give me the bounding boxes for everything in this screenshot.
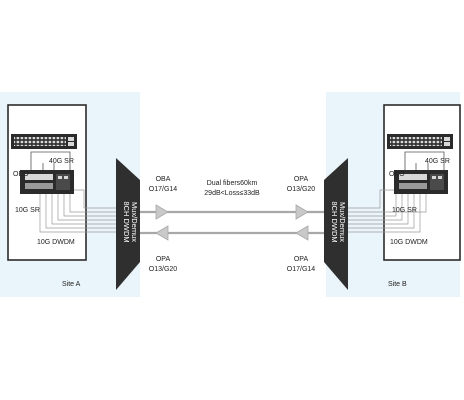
amp-b-top-icon (295, 204, 309, 220)
site-b: 40G SR OEO 10G SR 10G DWDM Site B (326, 92, 461, 297)
site-a-mux-sublabel: Mux/Demux (130, 202, 139, 242)
site-a-10g-sr-label: 10G SR (15, 207, 40, 214)
amp-b-top-label: OPA (294, 176, 309, 183)
amplifiers (155, 204, 309, 241)
site-a-40g-bracket (30, 151, 71, 170)
site-b-40g-bracket (404, 151, 445, 170)
amp-a-top-label: OBA (156, 176, 171, 183)
amp-a-bottom-icon (155, 225, 169, 241)
amp-a-top-channels: O17/G14 (149, 186, 178, 193)
site-a-mux-demux: 8CH DWDM Mux/Demux (116, 158, 140, 290)
site-a-label: Site A (62, 281, 81, 288)
site-b-10g-sr-label: 10G SR (392, 207, 417, 214)
fiber-distance-label: Dual fibers60km (207, 180, 258, 187)
site-b-mux-sublabel: Mux/Demux (338, 202, 347, 242)
site-b-10g-fibers (348, 189, 427, 233)
site-a-mux-label: 8CH DWDM (122, 201, 131, 242)
site-b-oeo-chassis (394, 170, 448, 194)
amp-a-bottom-label: OPA (156, 256, 171, 263)
site-a-oeo-chassis (20, 170, 74, 194)
fiber-loss-label: 29dB<Loss≤33dB (204, 190, 260, 197)
site-b-label: Site B (388, 281, 407, 288)
amp-b-bottom-channels: O17/G14 (287, 266, 316, 273)
amp-a-top-icon (155, 204, 169, 220)
site-a-switch-40g (11, 134, 77, 149)
site-a-40g-sr-label: 40G SR (49, 158, 74, 165)
site-b-mux-label: 8CH DWDM (330, 201, 339, 242)
site-b-mux-demux: 8CH DWDM Mux/Demux (324, 158, 348, 290)
site-b-oeo-label: OEO (389, 171, 405, 178)
site-b-switch-40g (387, 134, 453, 149)
amp-a-bottom-channels: O13/G20 (149, 266, 178, 273)
link-fibers (140, 210, 324, 235)
site-b-10g-dwdm-label: 10G DWDM (390, 239, 428, 246)
amp-b-bottom-icon (295, 225, 309, 241)
site-a-oeo-label: OEO (13, 171, 29, 178)
site-b-40g-sr-label: 40G SR (425, 158, 450, 165)
amp-b-bottom-label: OPA (294, 256, 309, 263)
site-a-10g-dwdm-label: 10G DWDM (37, 239, 75, 246)
amp-b-top-channels: O13/G20 (287, 186, 316, 193)
site-a-10g-fibers (39, 189, 116, 233)
